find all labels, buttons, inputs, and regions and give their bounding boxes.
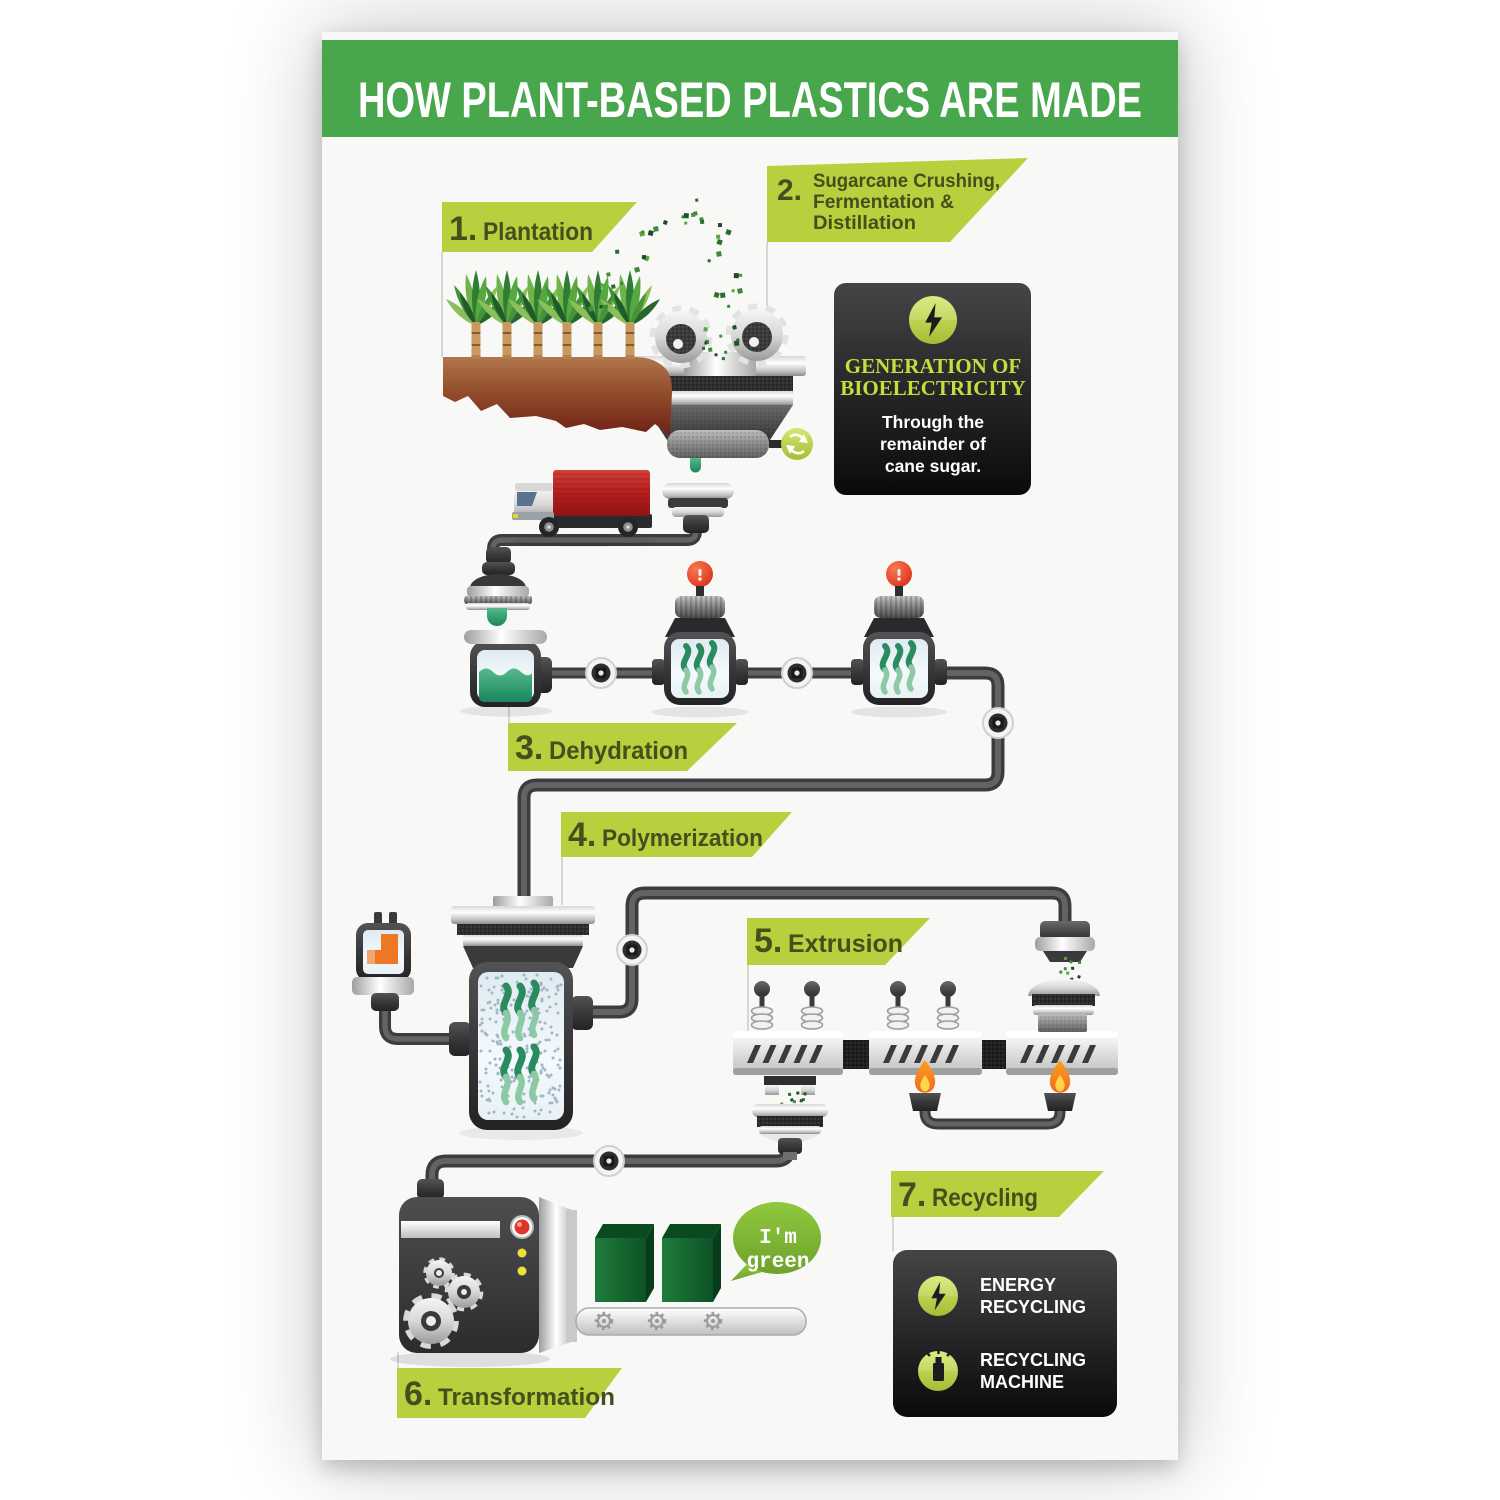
svg-text:7.: 7. xyxy=(898,1176,926,1214)
svg-text:RECYCLING: RECYCLING xyxy=(980,1350,1086,1370)
svg-text:Transformation: Transformation xyxy=(438,1384,615,1411)
svg-text:Recycling: Recycling xyxy=(932,1184,1038,1212)
svg-text:ENERGY: ENERGY xyxy=(980,1275,1056,1295)
svg-text:1.: 1. xyxy=(449,210,477,248)
svg-text:I'm: I'm xyxy=(759,1227,797,1250)
svg-text:4.: 4. xyxy=(568,816,596,854)
svg-text:Extrusion: Extrusion xyxy=(788,930,903,958)
svg-text:cane sugar.: cane sugar. xyxy=(885,456,981,476)
svg-text:GENERATION OF: GENERATION OF xyxy=(845,354,1021,378)
svg-text:BIOELECTRICITY: BIOELECTRICITY xyxy=(840,376,1026,400)
svg-text:Sugarcane Crushing,: Sugarcane Crushing, xyxy=(813,170,1000,192)
svg-text:Through the: Through the xyxy=(882,412,984,432)
svg-text:RECYCLING: RECYCLING xyxy=(980,1297,1086,1317)
svg-text:Distillation: Distillation xyxy=(813,212,916,234)
svg-text:6.: 6. xyxy=(404,1375,432,1413)
svg-text:remainder of: remainder of xyxy=(880,434,986,454)
svg-text:2.: 2. xyxy=(777,174,802,207)
svg-text:5.: 5. xyxy=(754,922,782,960)
svg-text:green: green xyxy=(746,1251,809,1274)
svg-text:Dehydration: Dehydration xyxy=(549,737,688,765)
svg-text:MACHINE: MACHINE xyxy=(980,1372,1064,1392)
svg-text:3.: 3. xyxy=(515,729,543,767)
svg-text:Fermentation &: Fermentation & xyxy=(813,191,954,213)
svg-text:HOW PLANT-BASED PLASTICS ARE M: HOW PLANT-BASED PLASTICS ARE MADE xyxy=(358,72,1142,128)
svg-text:Polymerization: Polymerization xyxy=(602,825,763,852)
svg-text:Plantation: Plantation xyxy=(483,218,593,246)
